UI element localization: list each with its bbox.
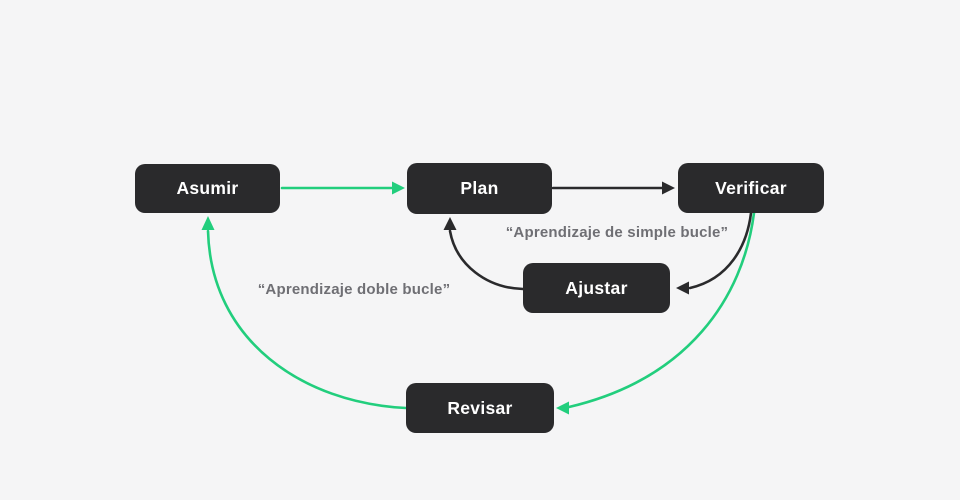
node-verificar-label: Verificar	[715, 177, 787, 198]
node-asumir: Asumir	[135, 164, 280, 213]
edge-asumir-plan	[280, 181, 405, 195]
node-asumir-label: Asumir	[176, 178, 239, 198]
edge-plan-verificar	[551, 181, 675, 195]
node-verificar: Verificar	[678, 163, 824, 213]
edge-revisar-asumir	[201, 216, 408, 410]
annotation-double-loop-learning: “Aprendizaje doble bucle”	[257, 281, 451, 298]
edge-verificar-ajustar	[676, 211, 753, 295]
edge-verificar-revisar	[556, 211, 756, 415]
annotation-single-loop-learning: “Aprendizaje de simple bucle”	[505, 224, 729, 241]
node-plan: Plan	[407, 163, 552, 214]
node-revisar-label: Revisar	[447, 397, 513, 418]
node-revisar: Revisar	[406, 383, 554, 433]
node-ajustar: Ajustar	[523, 263, 670, 313]
node-ajustar-label: Ajustar	[565, 277, 628, 298]
node-plan-label: Plan	[460, 178, 499, 198]
edge-ajustar-plan	[443, 217, 525, 291]
